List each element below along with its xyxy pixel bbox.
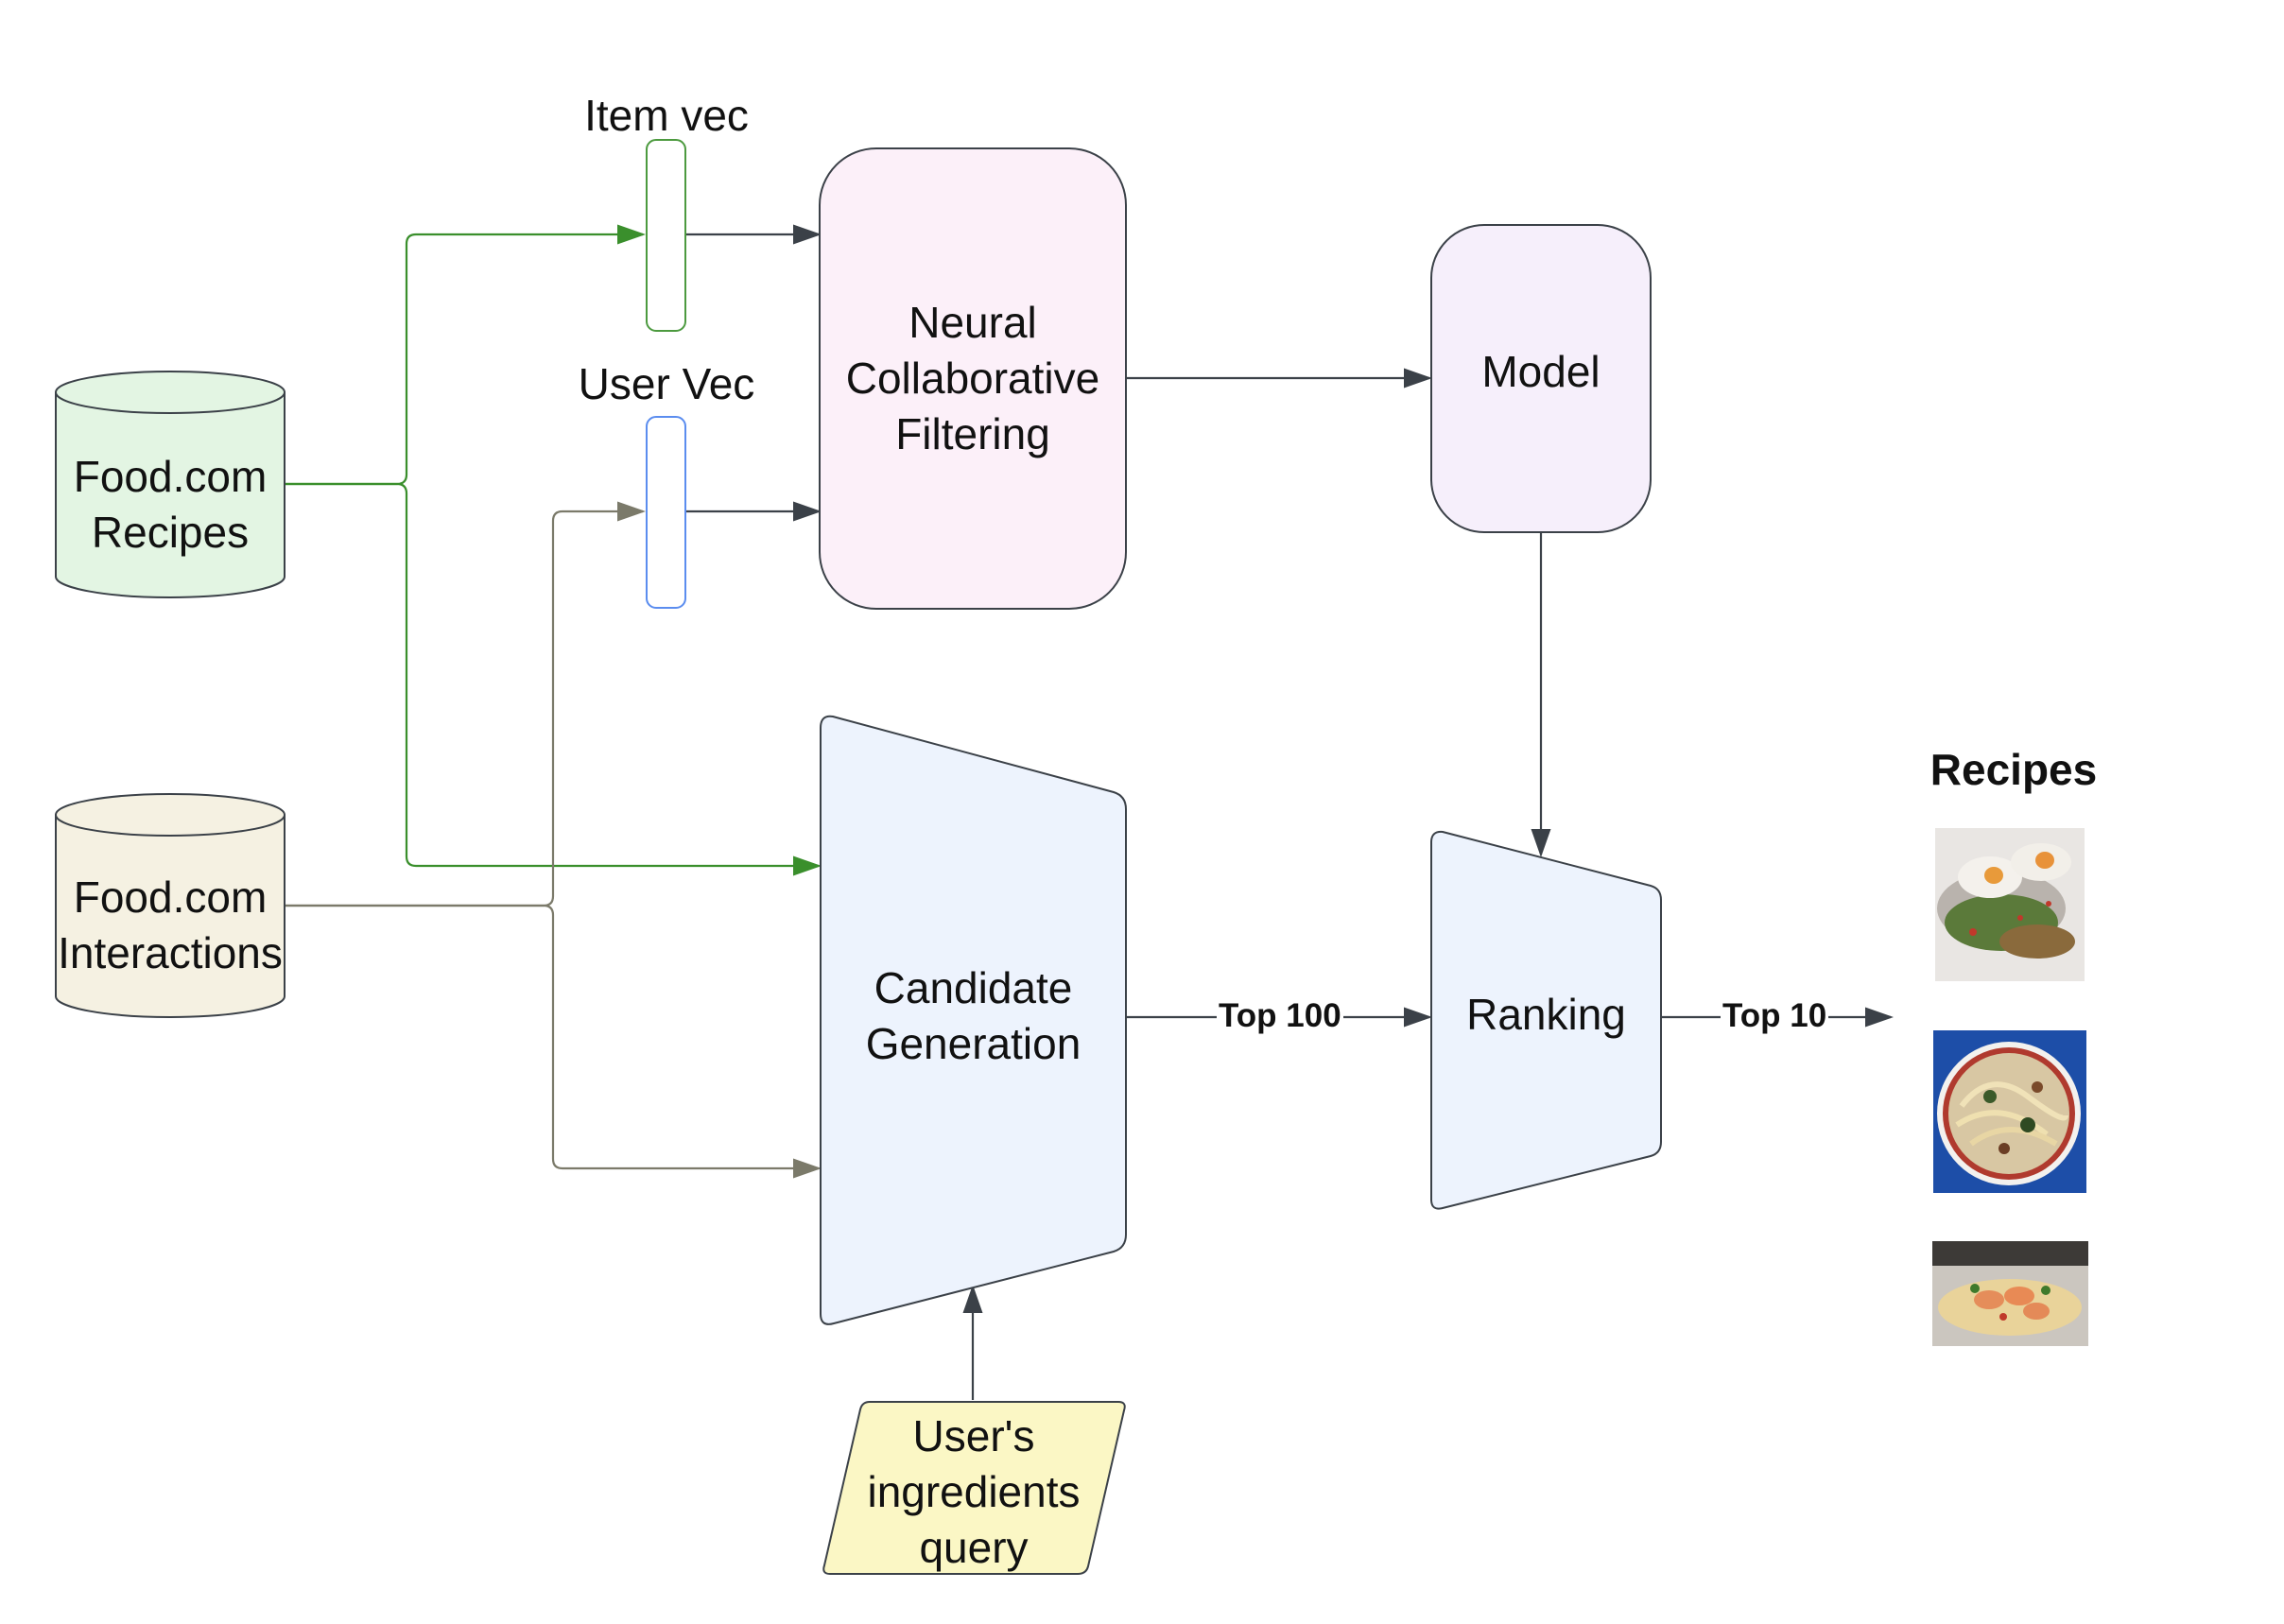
edge-interactions-to-candidate	[286, 904, 822, 1179]
edge-interactions-to-uservec	[286, 501, 646, 907]
top10-label: Top 10	[1721, 997, 1829, 1035]
noodle-bowl-image	[1933, 1030, 2086, 1193]
interactions-database	[55, 793, 286, 1018]
user-query-label: User's ingredients query	[867, 1411, 1081, 1572]
item-vec-bar	[646, 139, 686, 332]
shrimp-pasta-image	[1932, 1241, 2088, 1346]
ncf-box	[819, 147, 1127, 610]
fried-eggs-avocado-toast-image	[1935, 828, 2085, 981]
edge-recipes-to-candidate	[286, 482, 822, 876]
item-vec-label: Item vec	[584, 91, 749, 140]
top100-label: Top 100	[1217, 997, 1343, 1035]
candidate-generation-shape	[820, 715, 1127, 1325]
user-vec-bar	[646, 416, 686, 609]
user-vec-label: User Vec	[578, 359, 755, 408]
recipes-database-label: Food.com Recipes	[73, 452, 268, 557]
interactions-database-label: Food.com Interactions	[58, 872, 283, 977]
ranking-shape	[1430, 830, 1662, 1210]
user-query-shape	[822, 1401, 1126, 1575]
candidate-generation-label: Candidate Generation	[865, 963, 1081, 1068]
model-box	[1430, 224, 1652, 533]
ranking-label: Ranking	[1466, 990, 1626, 1039]
model-label: Model	[1481, 347, 1601, 396]
recipes-output-title: Recipes	[1929, 745, 2098, 794]
ncf-label: Neural Collaborative Filtering	[845, 298, 1100, 458]
recipes-database	[55, 371, 286, 598]
